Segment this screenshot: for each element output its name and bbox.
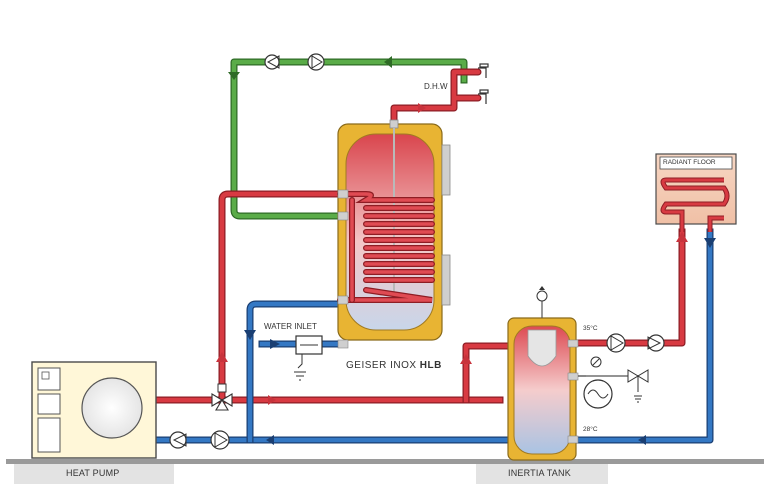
return-pump (210, 430, 230, 450)
floor-pump (606, 333, 626, 353)
label-radiant-floor: RADIANT FLOOR (663, 159, 716, 166)
label-geiser-model: HLB (419, 360, 442, 371)
ground-line (6, 459, 764, 464)
water-inlet-valve-group (294, 335, 323, 381)
dhw-hot-outlet-pipe (390, 68, 482, 128)
radiant-floor-panel (655, 153, 737, 232)
label-water-inlet: WATER INLET (264, 322, 317, 331)
hot-flow-arrows (216, 232, 688, 405)
heat-pump-label-band (14, 464, 174, 484)
dhw-outlet-arrow (418, 103, 426, 113)
label-geiser-inox: GEISER INOX HLB (346, 360, 442, 371)
dhw-pump (307, 53, 325, 71)
label-geiser-prefix: GEISER INOX (346, 360, 420, 371)
floor-check-valve (647, 334, 665, 352)
label-dhw: D.H.W (424, 82, 448, 91)
heat-pump-unit (31, 361, 157, 459)
label-inertia-tank: INERTIA TANK (508, 468, 571, 478)
label-temp-return: 28°C (583, 426, 598, 433)
dhw-check-valve (264, 54, 280, 70)
tank-connection-stubs (337, 189, 349, 349)
thermostat-gauge (590, 356, 602, 368)
cold-flow-arrows (244, 238, 716, 445)
return-check-valve (169, 431, 187, 449)
expansion-vessel (578, 375, 613, 409)
label-temp-supply: 35°C (583, 325, 598, 332)
dhw-flow-arrows (228, 56, 392, 80)
inertia-tank (507, 286, 579, 461)
safety-valve (578, 369, 649, 403)
label-heat-pump: HEAT PUMP (66, 468, 120, 478)
three-way-diverter-valve (211, 383, 233, 411)
inertia-tank-label-band (476, 464, 608, 484)
tap-icon (478, 63, 489, 104)
heat-exchanger-coil (337, 191, 435, 303)
